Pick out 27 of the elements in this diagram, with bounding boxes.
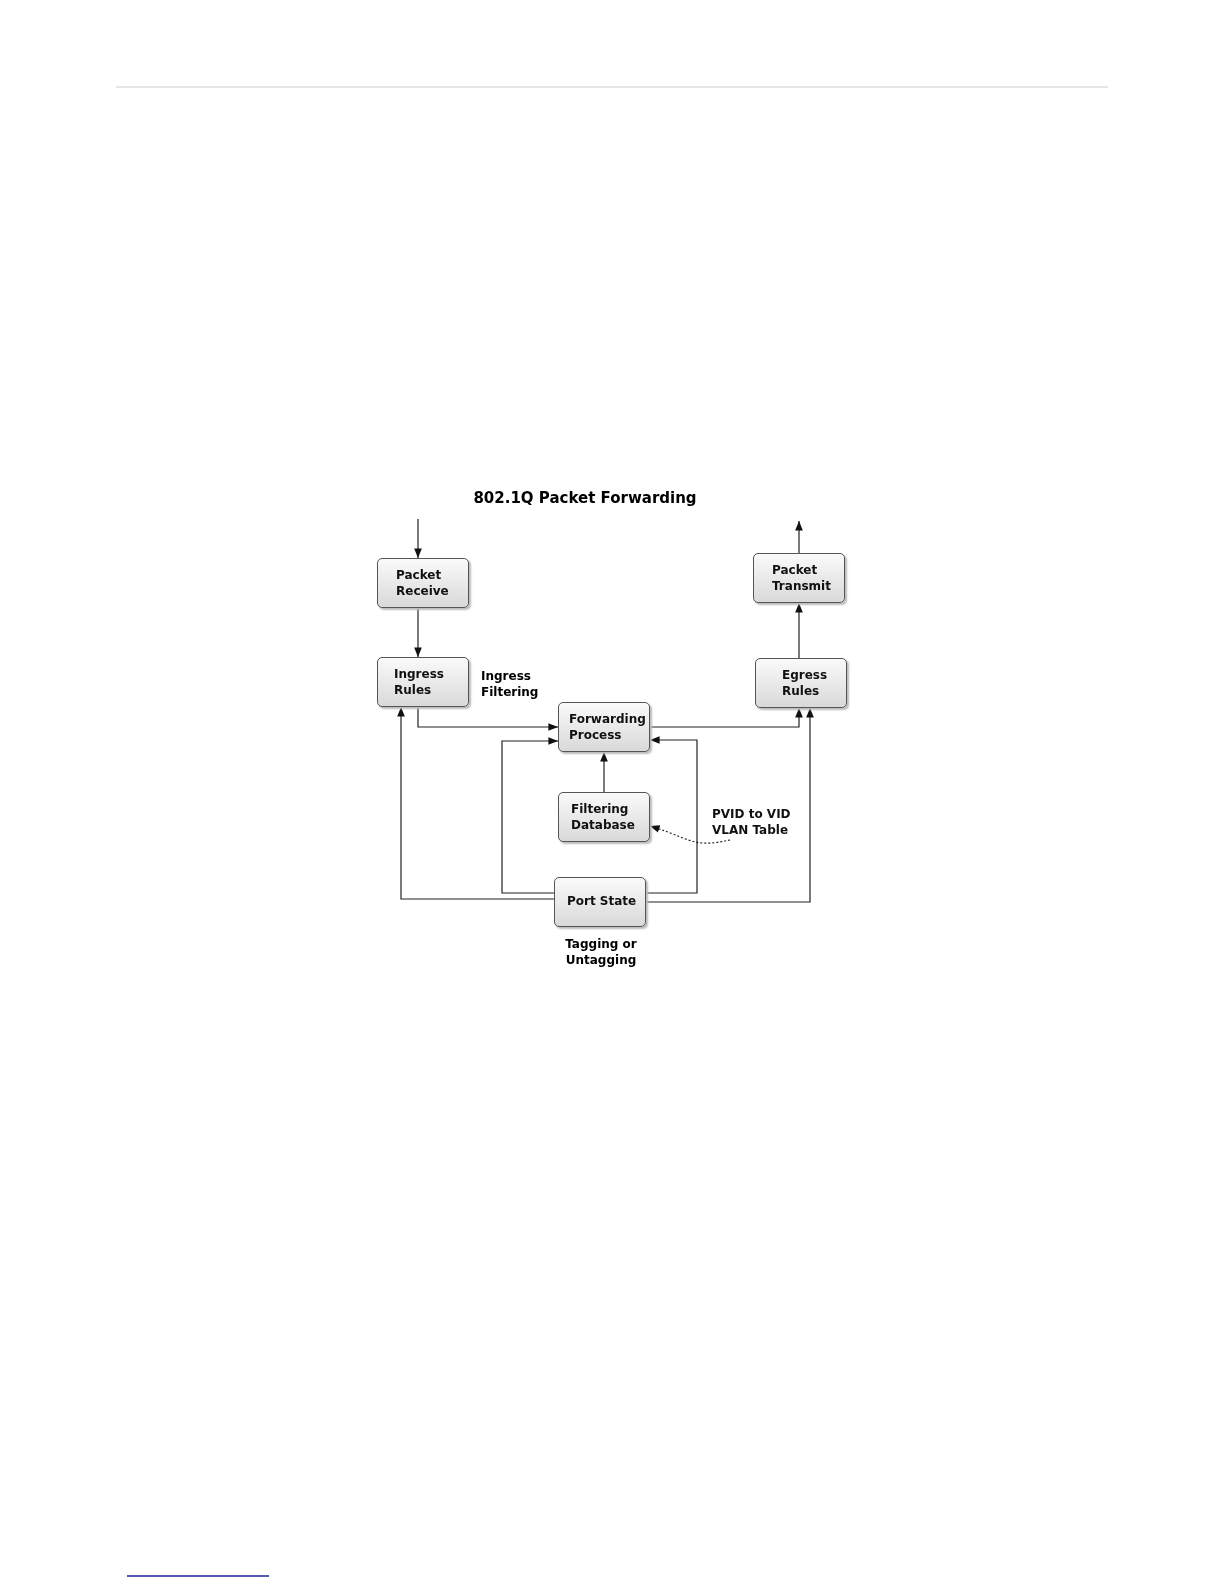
process-box (753, 553, 845, 603)
box-label: Packet Transmit (772, 562, 832, 594)
arrow (649, 707, 803, 728)
annotation-text: Tagging or Untagging (564, 936, 638, 968)
annotation-text: Ingress Filtering (481, 668, 540, 700)
box-label: Packet Receive (396, 567, 448, 599)
box-label: Port State (567, 893, 638, 909)
annotation-text: PVID to VID VLAN Table (712, 806, 792, 838)
diagram-title: 802.1Q Packet Forwarding (472, 489, 698, 507)
box-label: Ingress Rules (394, 666, 445, 698)
arrow (795, 602, 803, 659)
arrow (397, 706, 555, 900)
arrow (600, 751, 608, 793)
arrow (414, 518, 422, 559)
arrow (645, 736, 698, 894)
arrow (417, 706, 559, 731)
process-box (755, 658, 847, 708)
arrow (414, 607, 422, 658)
process-box (377, 558, 469, 608)
process-box (558, 792, 650, 842)
arrow (795, 520, 803, 554)
box-label: Forwarding Process (569, 711, 645, 743)
box-label: Egress Rules (782, 667, 829, 699)
arrow (645, 707, 814, 903)
arrow (649, 825, 731, 844)
process-box (558, 702, 650, 752)
arrow (501, 737, 559, 894)
